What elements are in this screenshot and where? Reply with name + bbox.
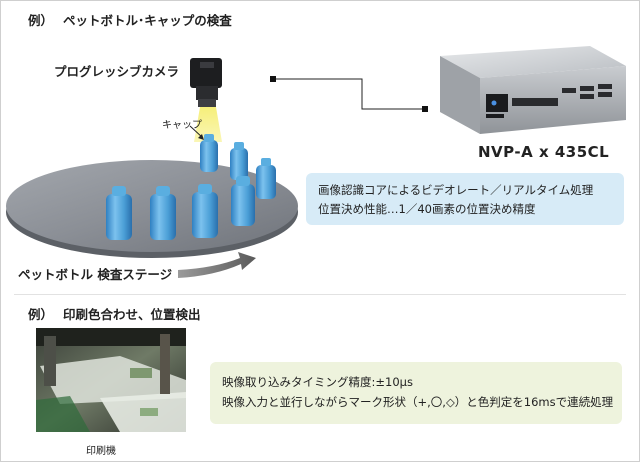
- camera-label: プログレッシブカメラ: [54, 64, 180, 79]
- printing-machine-photo: [36, 328, 186, 432]
- stage-label: ペットボトル 検査ステージ: [18, 267, 173, 282]
- model-label: NVP-A x 435CL: [478, 143, 610, 161]
- bottle: [200, 134, 218, 172]
- info2-line2: 映像入力と並行しながらマーク形状（+,〇,◇）と色判定を16msで連続処理: [222, 395, 614, 409]
- rotation-arrow: [178, 252, 256, 278]
- info-box-print: 映像取り込みタイミング精度:±10μs 映像入力と並行しながらマーク形状（+,〇…: [210, 362, 622, 424]
- bottle: [256, 158, 276, 199]
- bottle: [106, 186, 132, 240]
- bottle: [150, 186, 176, 240]
- cap-arrow: [189, 125, 204, 140]
- info1-line1: 画像認識コアによるビデオレート／リアルタイム処理: [318, 183, 594, 197]
- printer-label: 印刷機: [86, 446, 116, 457]
- example2-prefix: 例）: [28, 307, 54, 322]
- camera-light-beam: [194, 107, 222, 142]
- bottle: [231, 176, 255, 226]
- example1-text: ペットボトル･キャップの検査: [63, 13, 232, 28]
- example2-text: 印刷色合わせ、位置検出: [63, 307, 201, 322]
- progressive-camera-icon: [190, 58, 222, 107]
- info1-line2: 位置決め性能…1／40画素の位置決め精度: [318, 202, 536, 216]
- section-divider: [14, 294, 626, 295]
- info2-line1: 映像取り込みタイミング精度:±10μs: [222, 375, 413, 389]
- nvp-a-unit-icon: [440, 46, 626, 134]
- bottle: [230, 142, 248, 180]
- example1-title: 例） ペットボトル･キャップの検査: [28, 10, 232, 29]
- connection-line: [270, 76, 428, 112]
- cap-label: キャップ: [162, 120, 202, 131]
- info-box-realtime: 画像認識コアによるビデオレート／リアルタイム処理 位置決め性能…1／40画素の位…: [306, 173, 624, 225]
- example1-prefix: 例）: [28, 13, 54, 28]
- bottles: [106, 134, 276, 240]
- bottle: [192, 184, 218, 238]
- example2-title: 例） 印刷色合わせ、位置検出: [28, 304, 201, 323]
